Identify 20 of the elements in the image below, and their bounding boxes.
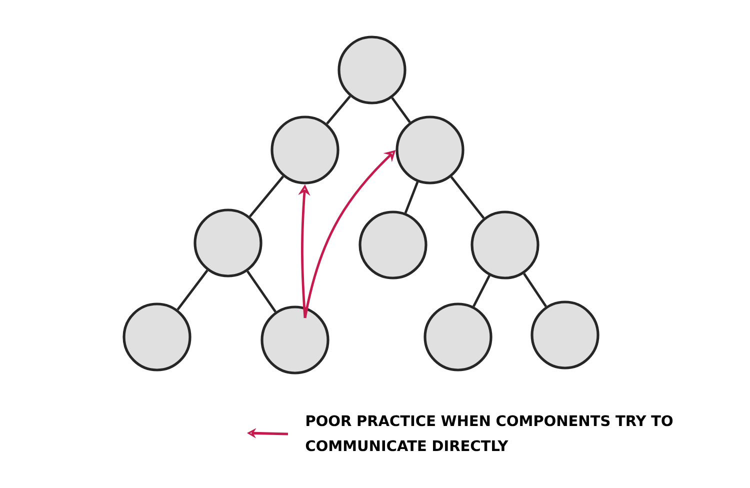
connector-line	[326, 96, 351, 124]
tree-node-circle	[396, 116, 464, 184]
tree-node-circle	[260, 306, 330, 374]
connector-line	[404, 182, 419, 214]
connector-line	[391, 97, 411, 123]
tree-node-circle	[270, 116, 340, 184]
tree-node-circle	[530, 300, 600, 370]
connector-line	[472, 275, 490, 307]
connector-line	[246, 270, 276, 312]
connector-line	[248, 176, 284, 218]
legend-text: POOR PRACTICE WHEN COMPONENTS TRY TO COMMUNICATE DIRECTLY	[306, 415, 673, 452]
connector-line	[450, 176, 485, 219]
tree-node-circle	[424, 302, 492, 372]
tree-node-circle	[122, 302, 192, 372]
connector-line	[176, 270, 208, 310]
tree-node-circle	[194, 208, 262, 278]
tree-node-circle	[358, 210, 428, 280]
tree-node-circle	[470, 210, 540, 280]
tree-node-circle	[338, 36, 406, 104]
connector-line	[523, 272, 547, 308]
